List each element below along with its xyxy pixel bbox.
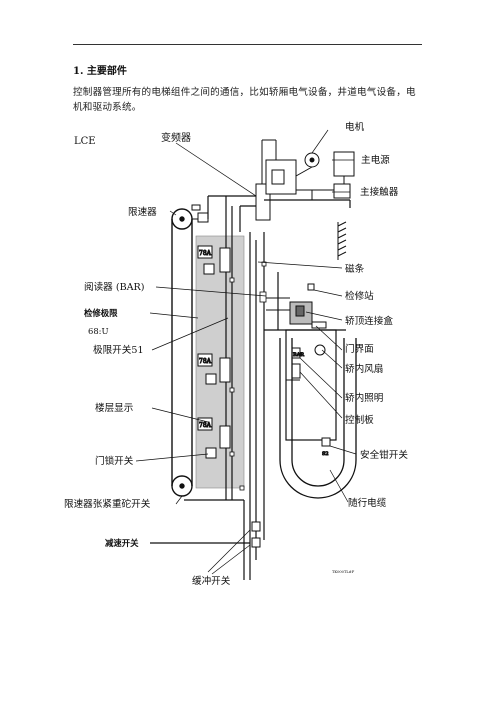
governor-switch — [191, 204, 209, 223]
label-governor-tension-switch: 限速器张紧重砣开关 — [64, 498, 151, 510]
shaft-device-middle: 78A — [197, 353, 231, 385]
label-motor: 电机 — [345, 121, 365, 133]
main-wiring — [184, 195, 264, 580]
label-travel-cable: 随行电缆 — [348, 497, 387, 509]
main-power-box — [333, 151, 355, 177]
label-car-light: 轿内照明 — [345, 392, 383, 404]
label-car-top-box: 轿顶连接盒 — [345, 315, 393, 327]
label-floor-display: 楼层显示 — [95, 402, 134, 414]
bottom-switches — [150, 521, 261, 548]
car-internals: BAR — [286, 344, 326, 381]
hoistway-wall-hatch — [337, 221, 347, 260]
motor — [295, 152, 320, 177]
shaft-device-bottom: 78A — [197, 417, 231, 459]
governor-rope — [171, 208, 193, 497]
label-buffer-switch: 缓冲开关 — [192, 575, 231, 587]
box-label: 78A — [199, 422, 212, 429]
label-inspection-limit-code: 68:U — [88, 326, 109, 336]
label-inspection-station: 检修站 — [345, 290, 374, 302]
label-main-contactor: 主接触器 — [360, 186, 399, 198]
box-label: 78A — [199, 250, 212, 257]
label-door-operator: 门界面 — [345, 343, 374, 355]
code-label: BAR — [293, 352, 304, 358]
label-lce: LCE — [74, 136, 96, 147]
label-main-power: 主电源 — [361, 154, 390, 166]
label-inverter: 变频器 — [161, 131, 191, 144]
label-reader: 阅读器 (BAR) — [84, 281, 145, 293]
label-governor: 限速器 — [128, 207, 157, 218]
label-magnet-strip: 磁条 — [345, 263, 365, 275]
travel-cable — [279, 338, 357, 499]
leader-lines — [135, 129, 357, 575]
main-contactor-box — [333, 183, 351, 199]
car-frame — [263, 199, 351, 540]
connectors — [229, 261, 267, 491]
shaft-device-top: 78A — [197, 245, 231, 275]
label-slowdown-switch: 减速开关 — [105, 538, 139, 548]
label-door-lock-switch: 门锁开关 — [95, 455, 134, 467]
section-heading: 1. 主要部件 — [73, 66, 127, 77]
safety-gear-switch-box: S2 — [321, 437, 331, 458]
section-paragraph: 控制器管理所有的电梯组件之间的通信，比如轿厢电气设备，井道电气设备，电机和驱动系… — [73, 87, 416, 113]
code-label: S2 — [322, 451, 329, 457]
label-safety-gear-switch: 安全钳开关 — [360, 449, 408, 461]
box-label: 78A — [199, 358, 212, 365]
footer-code: TK000TL#F — [332, 570, 355, 574]
label-inspection-limit: 检修极限 — [84, 308, 118, 318]
label-car-fan: 轿内风扇 — [345, 363, 383, 375]
top-rule — [73, 44, 422, 45]
label-control-panel: 控制板 — [345, 414, 374, 426]
inverter-cabinet — [255, 139, 297, 221]
label-final-limit: 极限开关51 — [93, 344, 144, 356]
